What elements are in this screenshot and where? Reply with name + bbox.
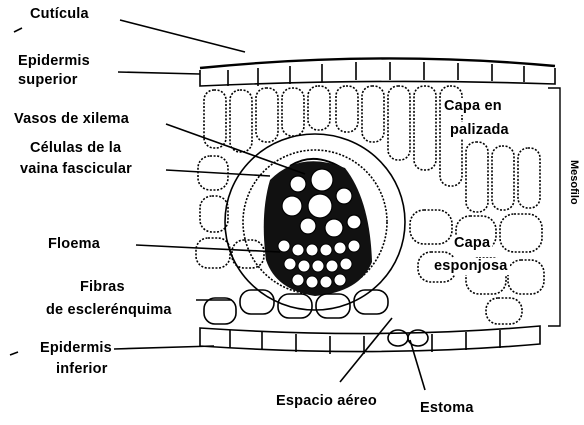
sclerenchyma-fibers (204, 290, 388, 324)
label-fibras-1: Fibras (80, 279, 125, 296)
mesophyll-bracket (548, 88, 560, 326)
label-epidermis-inferior-2: inferior (56, 361, 108, 378)
label-cuticula: Cutícula (30, 6, 89, 23)
label-capa-empalizada-1: Capa en (442, 98, 504, 115)
label-capa-esponjosa-2: esponjosa (432, 258, 510, 275)
label-vasos-xilema: Vasos de xilema (14, 111, 129, 128)
upper-epidermis-cells (200, 62, 555, 86)
label-estoma: Estoma (420, 400, 474, 417)
label-mesofilo: Mesofilo (568, 160, 580, 205)
label-celulas-vaina-2: vaina fascicular (20, 161, 132, 178)
label-capa-esponjosa-1: Capa (452, 235, 492, 252)
label-capa-empalizada-2: palizada (448, 122, 511, 139)
label-floema: Floema (48, 236, 100, 253)
lower-epidermis-cells (200, 326, 540, 354)
label-epidermis-inferior-1: Epidermis (40, 340, 112, 357)
label-espacio-aereo: Espacio aéreo (276, 393, 377, 410)
cuticle-layer (200, 58, 555, 68)
label-fibras-2: de esclerénquima (46, 302, 172, 319)
label-epidermis-superior-2: superior (18, 72, 78, 89)
label-celulas-vaina-1: Células de la (30, 140, 121, 157)
label-epidermis-superior-1: Epidermis (18, 53, 90, 70)
